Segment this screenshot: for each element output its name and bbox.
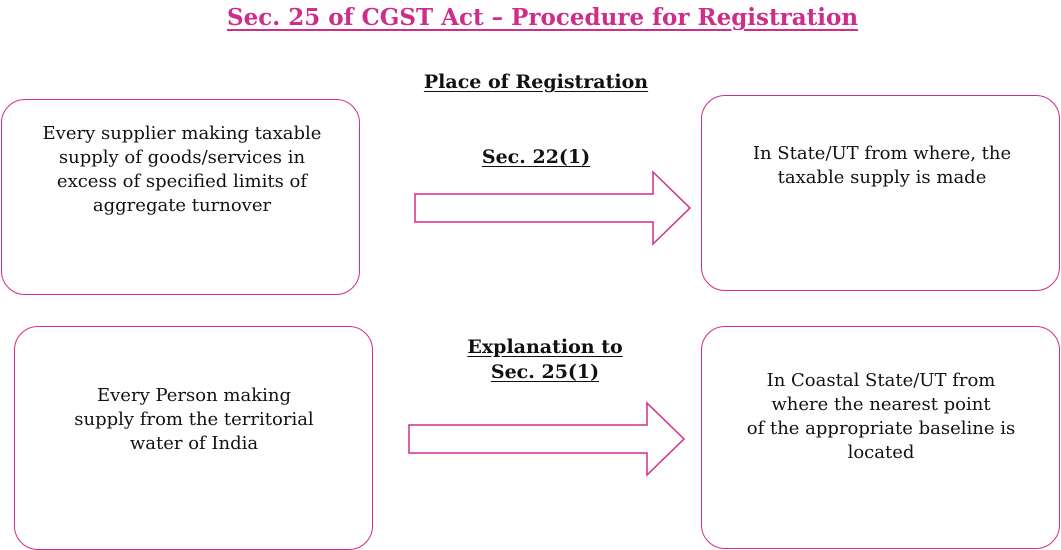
explanation-label-line: Sec. 25(1) (490, 361, 600, 383)
coastal-state-text-line: located (847, 442, 915, 463)
supplier-text-line: supply of goods/services in (58, 147, 306, 168)
coastal-state-box (701, 326, 1060, 549)
supplier-text: Every supplier making taxable supply of … (12, 122, 352, 218)
right-arrow-icon (414, 170, 692, 246)
sec-22-1-label: Sec. 22(1) (446, 145, 626, 170)
coastal-state-text: In Coastal State/UT from where the neare… (706, 369, 1056, 465)
page-title: Sec. 25 of CGST Act – Procedure for Regi… (226, 4, 859, 31)
state-ut-text-line: In State/UT from where, the (752, 143, 1012, 164)
coastal-state-text-line: of the appropriate baseline is (746, 418, 1016, 439)
explanation-sec-25-1-label: Explanation to Sec. 25(1) (440, 335, 650, 385)
place-of-registration-heading: Place of Registration (423, 71, 649, 93)
territorial-water-text-line: supply from the territorial (74, 409, 314, 430)
explanation-label-line: Explanation to (467, 336, 623, 358)
territorial-water-text-line: Every Person making (97, 385, 291, 406)
coastal-state-text-line: In Coastal State/UT from (766, 370, 996, 391)
supplier-box (1, 99, 360, 295)
territorial-water-box (14, 326, 373, 550)
state-ut-text-line: taxable supply is made (777, 167, 987, 188)
supplier-text-line: excess of specified limits of (56, 171, 308, 192)
right-arrow-icon (408, 401, 686, 477)
supplier-text-line: aggregate turnover (92, 195, 272, 216)
sec-22-1-label-line: Sec. 22(1) (481, 146, 591, 168)
state-ut-box (701, 95, 1060, 291)
coastal-state-text-line: where the nearest point (771, 394, 991, 415)
territorial-water-text-line: water of India (129, 433, 259, 454)
territorial-water-text: Every Person making supply from the terr… (24, 384, 364, 456)
supplier-text-line: Every supplier making taxable (42, 123, 322, 144)
state-ut-text: In State/UT from where, the taxable supp… (712, 142, 1052, 190)
